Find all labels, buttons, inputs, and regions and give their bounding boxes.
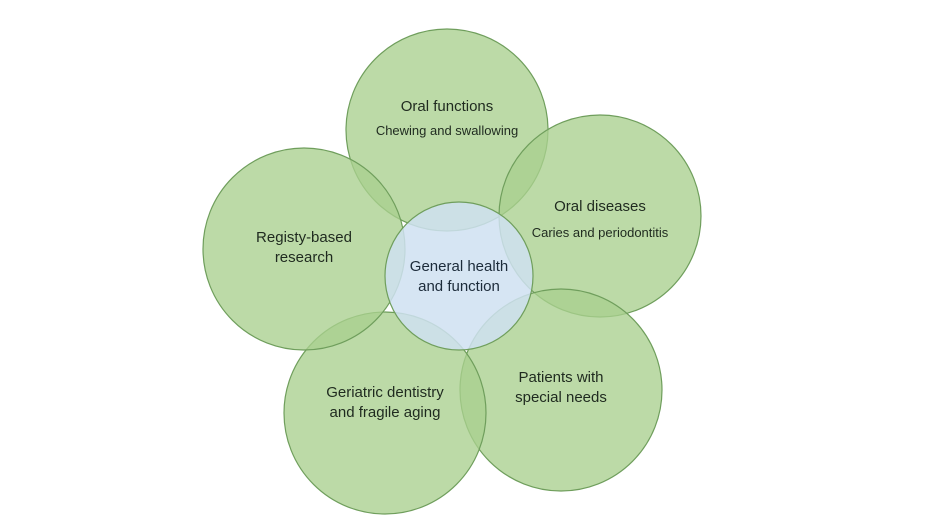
petal-title-geriatric-dentistry-0: Geriatric dentistry: [326, 384, 444, 401]
petal-subtitle-oral-diseases: Caries and periodontitis: [532, 225, 669, 240]
petal-title-registry-research-1: research: [275, 249, 333, 266]
petal-title-registry-research-0: Registy-based: [256, 229, 352, 246]
petal-title-patients-special-needs-1: special needs: [515, 389, 607, 406]
petal-title-oral-diseases-0: Oral diseases: [554, 198, 646, 215]
center-circle: [384, 201, 534, 351]
center-label-line-1: and function: [418, 278, 500, 295]
petal-title-patients-special-needs-0: Patients with: [518, 369, 603, 386]
center-layer: [384, 201, 534, 351]
petal-subtitle-oral-functions: Chewing and swallowing: [376, 123, 518, 138]
petal-circle-geriatric-dentistry: [283, 311, 487, 515]
petal-title-oral-functions-0: Oral functions: [401, 98, 494, 115]
center-label-line-0: General health: [410, 258, 508, 275]
petal-layer: [202, 28, 702, 515]
petal-title-geriatric-dentistry-1: and fragile aging: [330, 404, 441, 421]
